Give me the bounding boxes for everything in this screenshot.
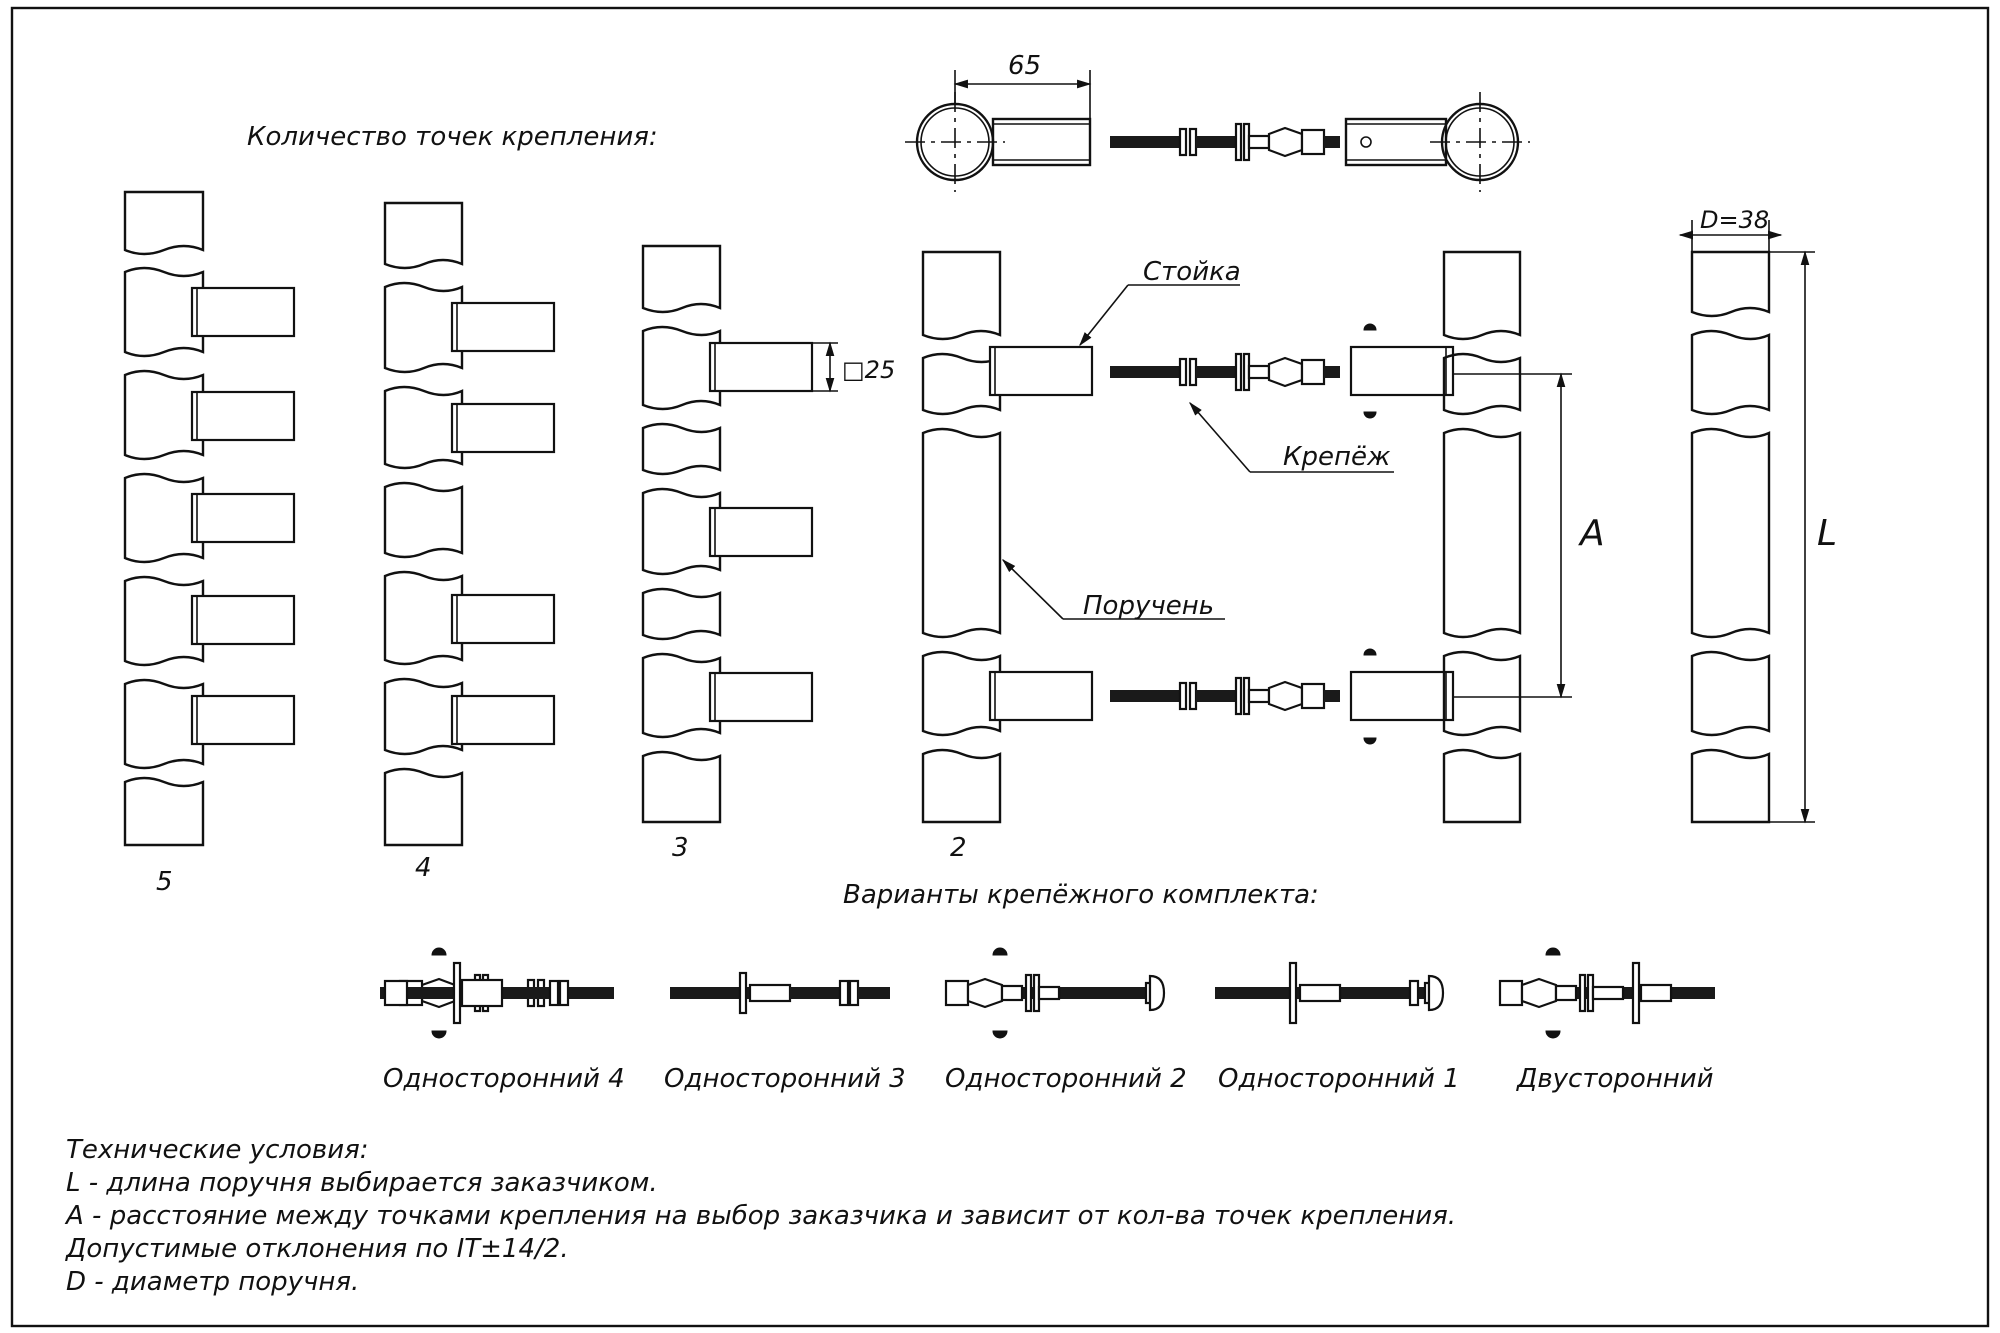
- dim-25: □25: [842, 356, 895, 384]
- mounting-points-title: Количество точек крепления:: [247, 122, 658, 152]
- handrail-2-points: [921, 250, 1572, 824]
- count-3: 3: [672, 833, 689, 863]
- dim-d38: D=38: [1700, 206, 1769, 234]
- kit-odnostoronniy-1: [1215, 961, 1445, 1025]
- top-plan-view: 65: [905, 51, 1530, 192]
- kit-label-3: Односторонний 2: [945, 1064, 1187, 1094]
- handrail-5-points: [123, 190, 296, 847]
- kit-odnostoronniy-3: [668, 971, 892, 1015]
- kit-label-4: Односторонний 1: [1218, 1064, 1460, 1094]
- kit-odnostoronniy-2: [944, 947, 1166, 1039]
- handrail-length-view: [1678, 220, 1815, 824]
- tech-line-1: L - длина поручня выбирается заказчиком.: [66, 1168, 658, 1198]
- kit-label-5: Двусторонний: [1516, 1064, 1714, 1094]
- count-4: 4: [415, 853, 432, 883]
- drawing-frame: [10, 6, 1990, 1328]
- tech-line-3: Допустимые отклонения по IT±14/2.: [65, 1234, 569, 1264]
- callout-krepezh: Крепёж: [1283, 442, 1391, 472]
- count-2: 2: [950, 833, 967, 863]
- handrail-3-points: [641, 244, 838, 824]
- kit-dvustoronniy: [1498, 947, 1715, 1039]
- kit-title: Варианты крепёжного комплекта:: [843, 880, 1319, 910]
- kit-label-1: Односторонний 4: [383, 1064, 625, 1094]
- tech-title: Технические условия:: [66, 1135, 369, 1165]
- callout-poruchen: Поручень: [1083, 591, 1214, 621]
- kit-label-2: Односторонний 3: [664, 1064, 906, 1094]
- tech-line-4: D - диаметр поручня.: [66, 1267, 359, 1297]
- dim-a: A: [1578, 513, 1605, 554]
- count-5: 5: [156, 867, 173, 897]
- dim-65: 65: [1008, 51, 1041, 81]
- tech-line-2: A - расстояние между точками крепления н…: [64, 1201, 1456, 1231]
- dim-l: L: [1817, 513, 1837, 554]
- handrail-4-points: [383, 201, 556, 847]
- callout-stoyka: Стойка: [1143, 257, 1241, 287]
- kit-odnostoronniy-4: [380, 947, 616, 1039]
